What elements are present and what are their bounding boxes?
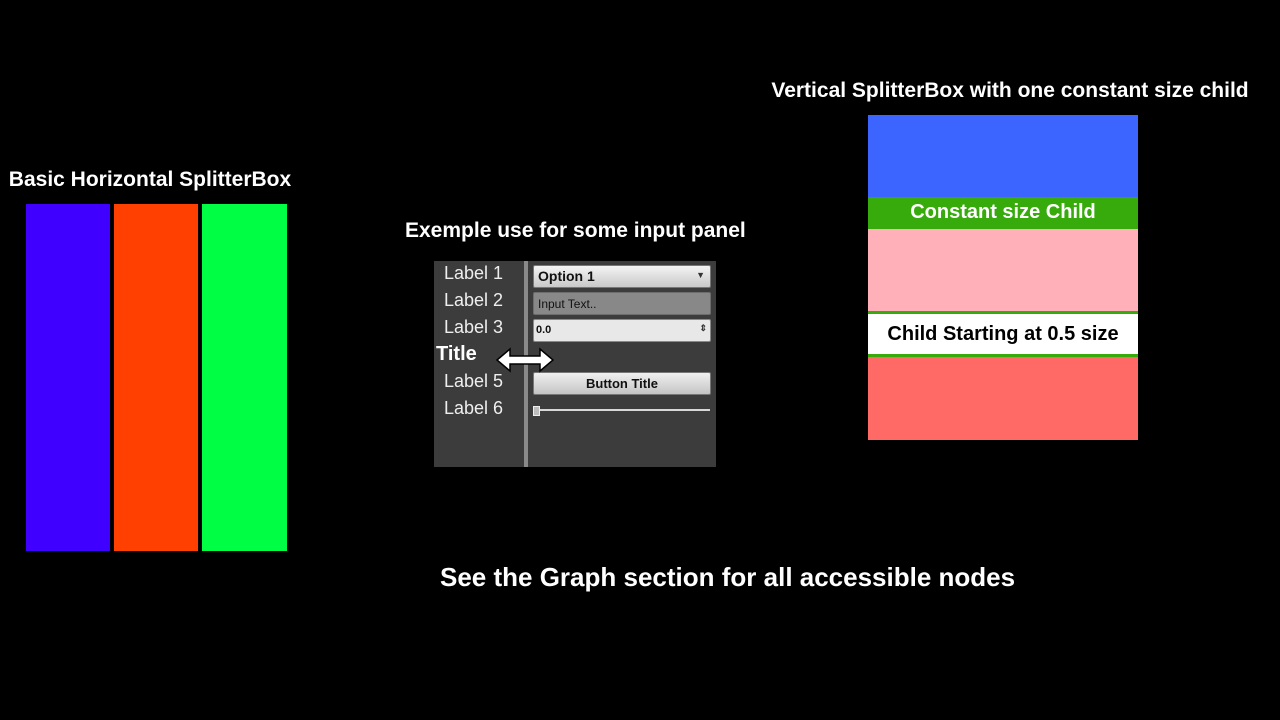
chevron-down-icon: ▼	[696, 270, 705, 280]
number-input[interactable]: 0.0 ⇕	[533, 319, 711, 342]
constant-size-child: Constant size Child	[868, 197, 1138, 229]
vertical-splitter-handle-1[interactable]	[868, 311, 1138, 314]
vertical-pane-blue	[868, 115, 1138, 197]
splitter-handle-2[interactable]	[198, 204, 202, 551]
footer-note: See the Graph section for all accessible…	[440, 562, 1016, 592]
vertical-splitter-box: Constant size Child Child Starting at 0.…	[868, 115, 1138, 440]
vertical-pane-red	[868, 357, 1138, 440]
splitter-pane-orange	[114, 204, 198, 551]
label-1: Label 1	[444, 263, 504, 283]
number-value: 0.0	[536, 324, 552, 336]
splitter-pane-green	[202, 204, 287, 551]
input-panel-heading: Exemple use for some input panel	[405, 219, 746, 242]
spin-arrows-icon: ⇕	[699, 323, 707, 333]
vertical-splitter-heading: Vertical SplitterBox with one constant s…	[771, 79, 1249, 102]
title-button[interactable]: Button Title	[533, 372, 711, 395]
basic-splitter-heading: Basic Horizontal SplitterBox	[8, 168, 292, 191]
vertical-pane-pink	[868, 229, 1138, 311]
panel-title: Title	[436, 343, 477, 365]
splitter-pane-blue	[26, 204, 110, 551]
slider-track[interactable]	[535, 409, 710, 411]
text-input-placeholder: Input Text..	[538, 297, 597, 311]
label-2: Label 2	[444, 290, 504, 310]
resize-horizontal-icon	[496, 347, 554, 373]
option-dropdown[interactable]: Option 1 ▼	[533, 265, 711, 288]
slider-thumb[interactable]	[533, 406, 540, 416]
horizontal-splitter-box	[26, 204, 287, 551]
label-3: Label 3	[444, 317, 504, 337]
input-panel: Label 1 Label 2 Label 3 Title Label 5 La…	[434, 261, 716, 467]
label-6: Label 6	[444, 398, 504, 418]
label-5: Label 5	[444, 371, 504, 391]
splitter-handle-1[interactable]	[110, 204, 114, 551]
text-input[interactable]: Input Text..	[533, 292, 711, 315]
half-size-child: Child Starting at 0.5 size	[868, 314, 1138, 354]
dropdown-value: Option 1	[538, 268, 595, 284]
vertical-splitter-handle-2[interactable]	[868, 354, 1138, 357]
